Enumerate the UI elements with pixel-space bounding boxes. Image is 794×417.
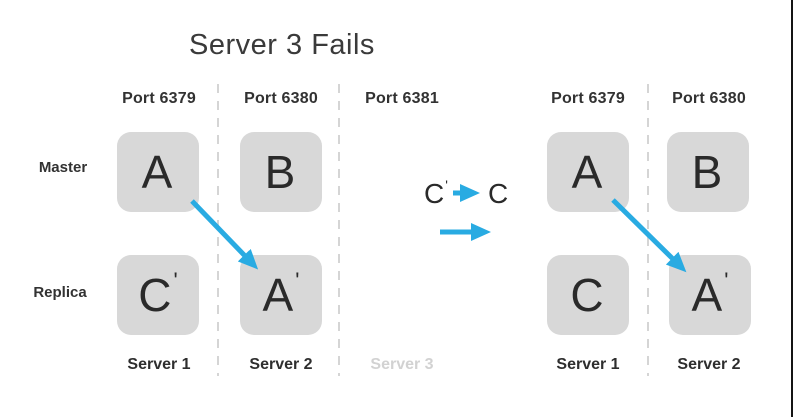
right-edge-border: [791, 0, 793, 417]
left-port-6379-label: Port 6379: [122, 90, 196, 107]
node-letter: C: [570, 269, 604, 321]
right-divider-1: [647, 84, 649, 376]
left-replica-box-c-prime: C': [117, 255, 199, 335]
right-replica-box-c: C: [547, 255, 629, 335]
right-replica-box-a-prime: A': [669, 255, 751, 335]
transition-from-label: C': [424, 177, 448, 210]
node-letter: A: [691, 269, 723, 321]
node-prime: ': [173, 268, 178, 293]
page-title: Server 3 Fails: [189, 29, 375, 61]
left-server-3-label-failed: Server 3: [370, 356, 434, 373]
transition-to-letter: C: [488, 178, 509, 209]
node-letter: A: [262, 269, 294, 321]
right-port-6380-label: Port 6380: [672, 90, 746, 107]
left-divider-2: [338, 84, 340, 376]
left-port-6380-label: Port 6380: [244, 90, 318, 107]
left-failover-arrow: [190, 199, 259, 270]
transition-from-prime: ': [445, 177, 448, 193]
left-divider-1: [217, 84, 219, 376]
left-server-1-label: Server 1: [127, 356, 191, 373]
node-prime: ': [295, 268, 300, 293]
left-port-6381-label: Port 6381: [365, 90, 439, 107]
node-prime: ': [724, 268, 729, 293]
right-server-1-label: Server 1: [556, 356, 620, 373]
node-letter: A: [141, 146, 173, 198]
master-row-label: Master: [38, 159, 88, 176]
node-letter: C: [138, 269, 172, 321]
node-letter: B: [264, 146, 296, 198]
right-master-box-a: A: [547, 132, 629, 212]
node-letter: A: [571, 146, 603, 198]
left-master-box-b: B: [240, 132, 322, 212]
node-letter: B: [691, 146, 723, 198]
transition-from-letter: C: [424, 178, 445, 209]
left-master-box-a: A: [117, 132, 199, 212]
right-port-6379-label: Port 6379: [551, 90, 625, 107]
left-server-2-label: Server 2: [249, 356, 313, 373]
right-master-box-b: B: [667, 132, 749, 212]
left-replica-box-a-prime: A': [240, 255, 322, 335]
transition-to-label: C: [488, 177, 509, 210]
replica-row-label: Replica: [33, 284, 87, 301]
right-server-2-label: Server 2: [677, 356, 741, 373]
